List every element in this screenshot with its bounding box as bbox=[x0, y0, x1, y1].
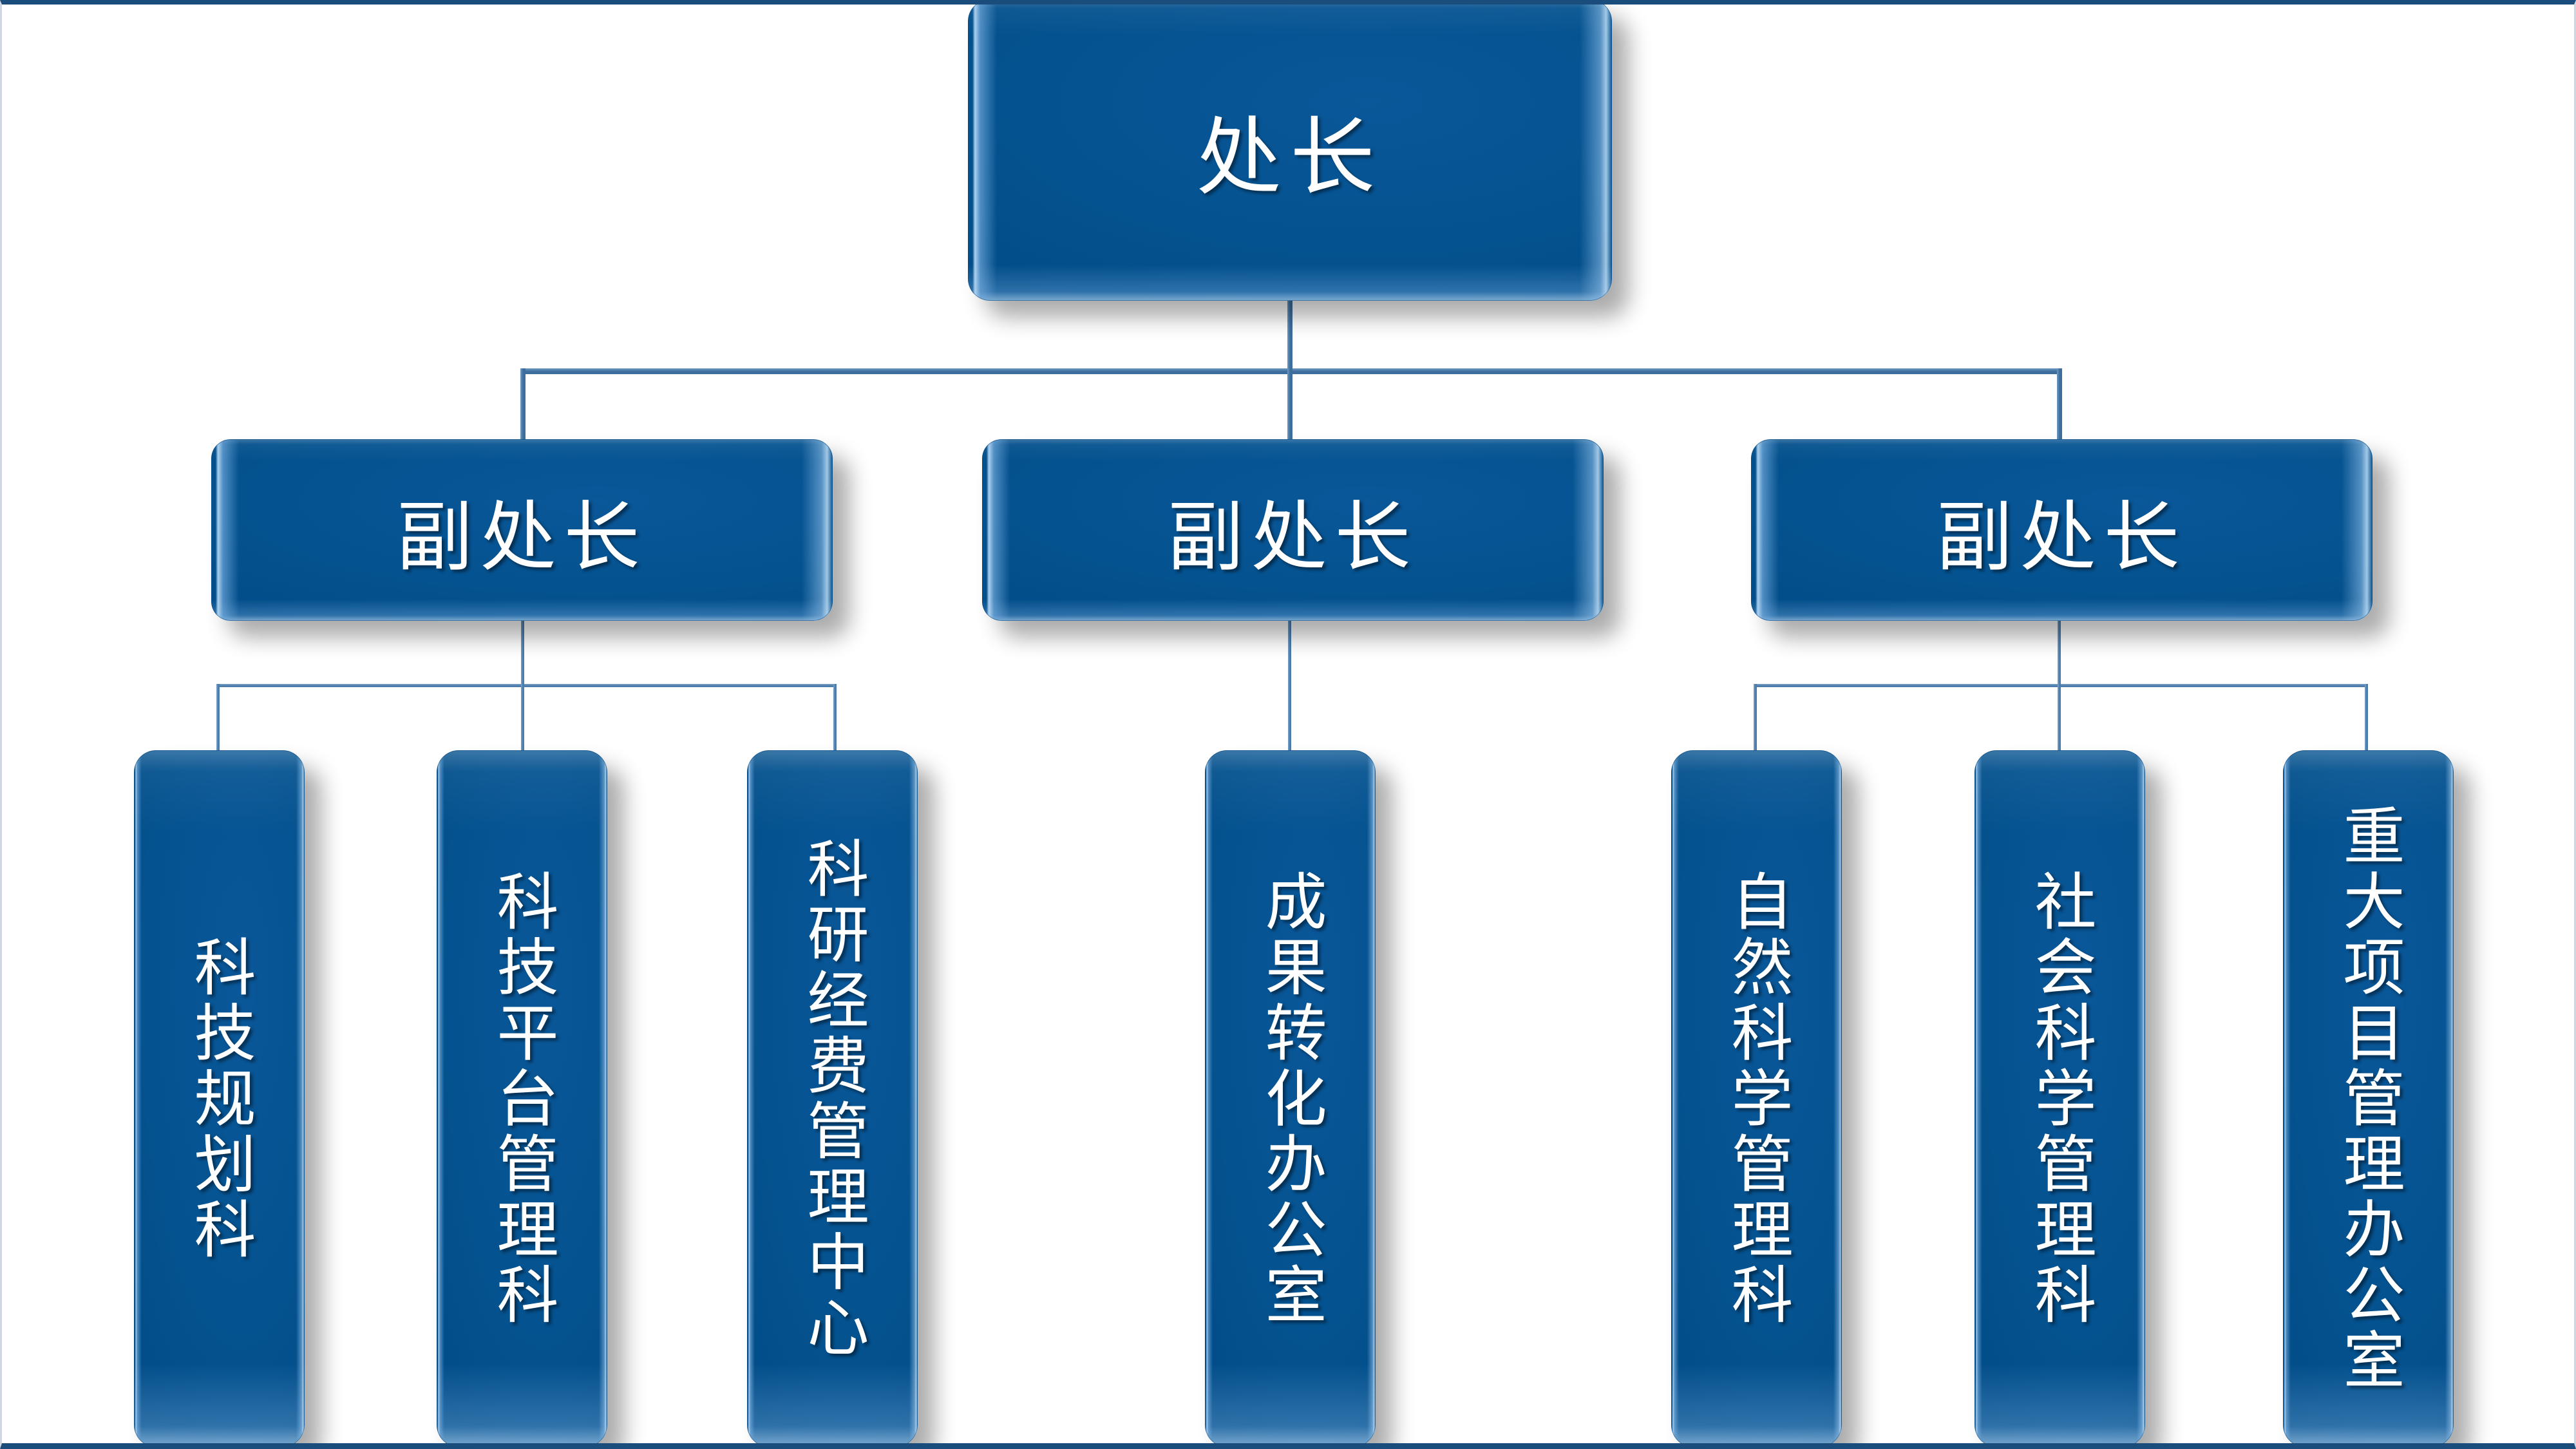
connector-deputy-2-stem bbox=[1288, 620, 1291, 752]
connector-social-science-drop bbox=[2058, 684, 2061, 752]
connector-tech-platform-drop bbox=[521, 684, 524, 752]
connector-deputy-1-stem bbox=[521, 620, 524, 687]
node-deputy-3[interactable]: 副处长 bbox=[1751, 439, 2372, 621]
connector-deputy-3-drop bbox=[2057, 368, 2062, 448]
node-deputy-1[interactable]: 副处长 bbox=[211, 439, 833, 621]
node-achievement-office-label: 成果转化办公室 bbox=[1256, 869, 1325, 1329]
node-social-science-label: 社会科学管理科 bbox=[2025, 869, 2094, 1329]
node-major-project-label: 重大项目管理办公室 bbox=[2334, 804, 2403, 1394]
node-funding-center-label: 科研经费管理中心 bbox=[798, 836, 867, 1361]
node-deputy-2-label: 副处长 bbox=[1167, 495, 1419, 580]
node-natural-science[interactable]: 自然科学管理科 bbox=[1671, 750, 1842, 1443]
connector-group-3-bus bbox=[1754, 684, 2368, 687]
node-tech-platform[interactable]: 科技平台管理科 bbox=[437, 750, 607, 1443]
node-deputy-3-label: 副处长 bbox=[1936, 495, 2188, 580]
node-director[interactable]: 处长 bbox=[968, 5, 1612, 301]
connector-deputy-1-drop bbox=[520, 368, 526, 448]
connector-natural-science-drop bbox=[1754, 684, 1757, 752]
node-funding-center[interactable]: 科研经费管理中心 bbox=[747, 750, 918, 1443]
node-social-science[interactable]: 社会科学管理科 bbox=[1975, 750, 2145, 1443]
node-tech-platform-label: 科技平台管理科 bbox=[488, 869, 556, 1329]
node-deputy-2[interactable]: 副处长 bbox=[982, 439, 1604, 621]
connector-director-stem bbox=[1287, 298, 1293, 374]
node-tech-planning-label: 科技规划科 bbox=[185, 934, 254, 1263]
connector-deputy-2-drop bbox=[1287, 368, 1293, 448]
node-director-label: 处长 bbox=[1196, 110, 1384, 205]
connector-group-1-bus bbox=[216, 684, 837, 687]
connector-deputy-3-stem bbox=[2058, 620, 2061, 687]
node-natural-science-label: 自然科学管理科 bbox=[1722, 869, 1791, 1329]
connector-tech-planning-drop bbox=[216, 684, 220, 752]
connector-major-project-drop bbox=[2365, 684, 2368, 752]
node-tech-planning[interactable]: 科技规划科 bbox=[134, 750, 305, 1443]
node-major-project[interactable]: 重大项目管理办公室 bbox=[2283, 750, 2454, 1443]
node-achievement-office[interactable]: 成果转化办公室 bbox=[1205, 750, 1376, 1443]
node-deputy-1-label: 副处长 bbox=[396, 495, 648, 580]
connector-funding-center-drop bbox=[833, 684, 837, 752]
